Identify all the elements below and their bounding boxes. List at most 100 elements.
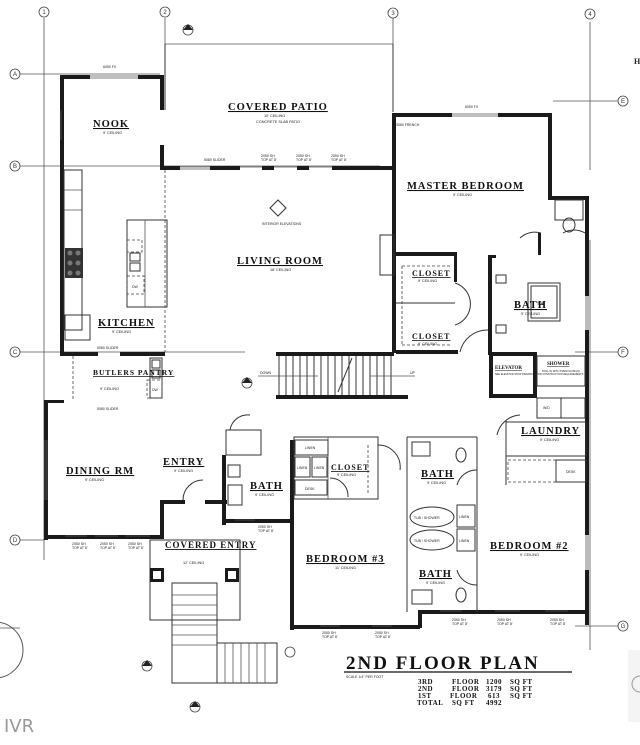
svg-text:2050 SH: 2050 SH: [72, 542, 86, 546]
svg-text:LINEN: LINEN: [297, 466, 308, 470]
svg-text:2050 SH: 2050 SH: [331, 154, 345, 158]
room-dining: DINING RM: [66, 466, 134, 477]
svg-text:LINEN: LINEN: [314, 466, 325, 470]
svg-text:4992: 4992: [486, 699, 502, 707]
svg-text:9' CEILING: 9' CEILING: [100, 387, 119, 391]
svg-text:9' CEILING: 9' CEILING: [255, 493, 274, 497]
svg-text:9' CEILING: 9' CEILING: [174, 469, 193, 473]
room-closet-upper: CLOSET: [412, 269, 450, 278]
room-nook: NOOK: [93, 119, 129, 130]
svg-text:DESK: DESK: [305, 487, 315, 491]
room-bedroom-3: BEDROOM #3: [306, 554, 385, 565]
svg-text:2050 SH: 2050 SH: [258, 525, 272, 529]
svg-text:E: E: [621, 99, 625, 105]
grid-bubble-B: B: [9, 160, 21, 172]
svg-text:9' CEILING: 9' CEILING: [453, 193, 472, 197]
svg-text:613: 613: [488, 692, 500, 700]
svg-text:6050 FX: 6050 FX: [465, 105, 479, 109]
svg-text:TOP AT 8': TOP AT 8': [497, 622, 513, 626]
svg-text:2050 SH: 2050 SH: [128, 542, 142, 546]
svg-text:LINEN: LINEN: [459, 539, 470, 543]
room-laundry: LAUNDRY: [521, 426, 580, 437]
fixture-labels: TUB / SHOWER TUB / SHOWER LINEN LINEN LI…: [97, 158, 576, 543]
svg-text:2050 SH: 2050 SH: [261, 154, 275, 158]
svg-text:2050 SH: 2050 SH: [452, 618, 466, 622]
svg-text:LINEN: LINEN: [459, 515, 470, 519]
svg-text:LINEN: LINEN: [305, 446, 316, 450]
grid-bubble-F: F: [617, 346, 629, 358]
interior-elevation-marker: INTERIOR ELEVATIONS: [262, 199, 302, 226]
svg-text:DW: DW: [132, 285, 139, 289]
svg-text:2050 SH: 2050 SH: [550, 618, 564, 622]
svg-text:H: H: [634, 57, 640, 66]
svg-text:5080 SLIDER: 5080 SLIDER: [97, 407, 119, 411]
svg-text:2ND: 2ND: [418, 685, 433, 693]
room-kitchen: KITCHEN: [98, 318, 155, 329]
room-master-bath: BATH: [514, 300, 547, 311]
grid-bubbles: 1 2 3 4 A B C D E F G: [9, 6, 629, 632]
svg-text:3179: 3179: [486, 685, 502, 693]
room-entry: ENTRY: [163, 457, 204, 468]
room-shower: SHOWER: [547, 362, 570, 367]
svg-text:TUB / SHOWER: TUB / SHOWER: [414, 539, 440, 543]
svg-text:3080 FRENCH: 3080 FRENCH: [396, 123, 420, 127]
room-elevator: ELEVATOR: [495, 366, 522, 371]
svg-text:TOTAL: TOTAL: [417, 699, 443, 707]
svg-text:D: D: [13, 538, 18, 544]
watermark-logo: IVR: [4, 716, 35, 737]
svg-text:11' CEILING: 11' CEILING: [335, 566, 356, 570]
svg-text:9' CEILING: 9' CEILING: [112, 330, 131, 334]
svg-text:G: G: [621, 624, 626, 630]
svg-text:SQ FT: SQ FT: [452, 699, 475, 707]
svg-text:1: 1: [42, 10, 46, 16]
svg-text:TOP AT 8': TOP AT 8': [100, 546, 116, 550]
svg-text:SEE ELEVATOR SHOP DRAWINGS FOR: SEE ELEVATOR SHOP DRAWINGS FOR CONSTRUCT…: [495, 373, 584, 376]
sqft-row-total: TOTAL SQ FT 4992: [417, 699, 502, 707]
svg-text:9' CEILING: 9' CEILING: [418, 342, 437, 346]
bedroom-fixtures: [293, 436, 478, 605]
svg-text:9' CEILING: 9' CEILING: [426, 581, 445, 585]
sqft-row-1st: 1ST FLOOR 613 SQ FT: [418, 692, 533, 700]
room-living-room: LIVING ROOM: [237, 256, 323, 267]
svg-text:2050 SH: 2050 SH: [497, 618, 511, 622]
svg-text:TOP AT 8': TOP AT 8': [452, 622, 468, 626]
svg-text:9' CEILING: 9' CEILING: [418, 279, 437, 283]
svg-text:SQ FT: SQ FT: [510, 678, 533, 686]
svg-text:9' CEILING: 9' CEILING: [521, 312, 540, 316]
svg-text:9' CEILING: 9' CEILING: [337, 473, 356, 477]
svg-text:TUB: TUB: [537, 302, 545, 306]
svg-text:DESK: DESK: [566, 470, 576, 474]
section-markers: [141, 24, 296, 713]
svg-text:FLOOR: FLOOR: [452, 685, 480, 693]
svg-text:SQ FT: SQ FT: [510, 685, 533, 693]
svg-text:9' CEILING: 9' CEILING: [540, 438, 559, 442]
svg-text:4: 4: [588, 12, 592, 18]
svg-text:TOP AT 8': TOP AT 8': [258, 529, 274, 533]
svg-text:TOP AT 8': TOP AT 8': [296, 158, 312, 162]
svg-text:TOP AT 8': TOP AT 8': [375, 635, 391, 639]
windows: [44, 75, 589, 627]
adjacent-drawing-fragment: H: [0, 57, 640, 722]
master-suite-fixtures: [379, 199, 587, 485]
svg-text:1200: 1200: [486, 678, 502, 686]
svg-text:2050 SH: 2050 SH: [375, 631, 389, 635]
svg-text:5080 SLIDER: 5080 SLIDER: [204, 158, 226, 162]
svg-text:9' CEILING: 9' CEILING: [85, 478, 104, 482]
svg-text:INTERIOR ELEVATIONS: INTERIOR ELEVATIONS: [262, 222, 302, 226]
room-labels: NOOK 9' CEILING COVERED PATIO 10' CEILIN…: [66, 102, 584, 585]
svg-text:DOWN: DOWN: [260, 371, 272, 375]
room-covered-entry: COVERED ENTRY: [165, 540, 256, 550]
room-bath-lower: BATH: [419, 569, 452, 580]
svg-text:A: A: [13, 72, 17, 78]
svg-text:CONCRETE SLAB PATIO: CONCRETE SLAB PATIO: [256, 120, 300, 124]
svg-text:TOP AT 8': TOP AT 8': [72, 546, 88, 550]
svg-text:SQ FT: SQ FT: [510, 692, 533, 700]
svg-text:TUB / SHOWER: TUB / SHOWER: [414, 516, 440, 520]
room-closet-bed3: CLOSET: [331, 463, 369, 472]
grid-bubble-3: 3: [387, 7, 399, 19]
svg-text:3RD: 3RD: [418, 678, 433, 686]
grid-bubble-4: 4: [584, 8, 596, 20]
grid-bubble-D: D: [9, 534, 21, 546]
plan-scale: SCALE 1/4" PER FOOT: [346, 675, 384, 679]
